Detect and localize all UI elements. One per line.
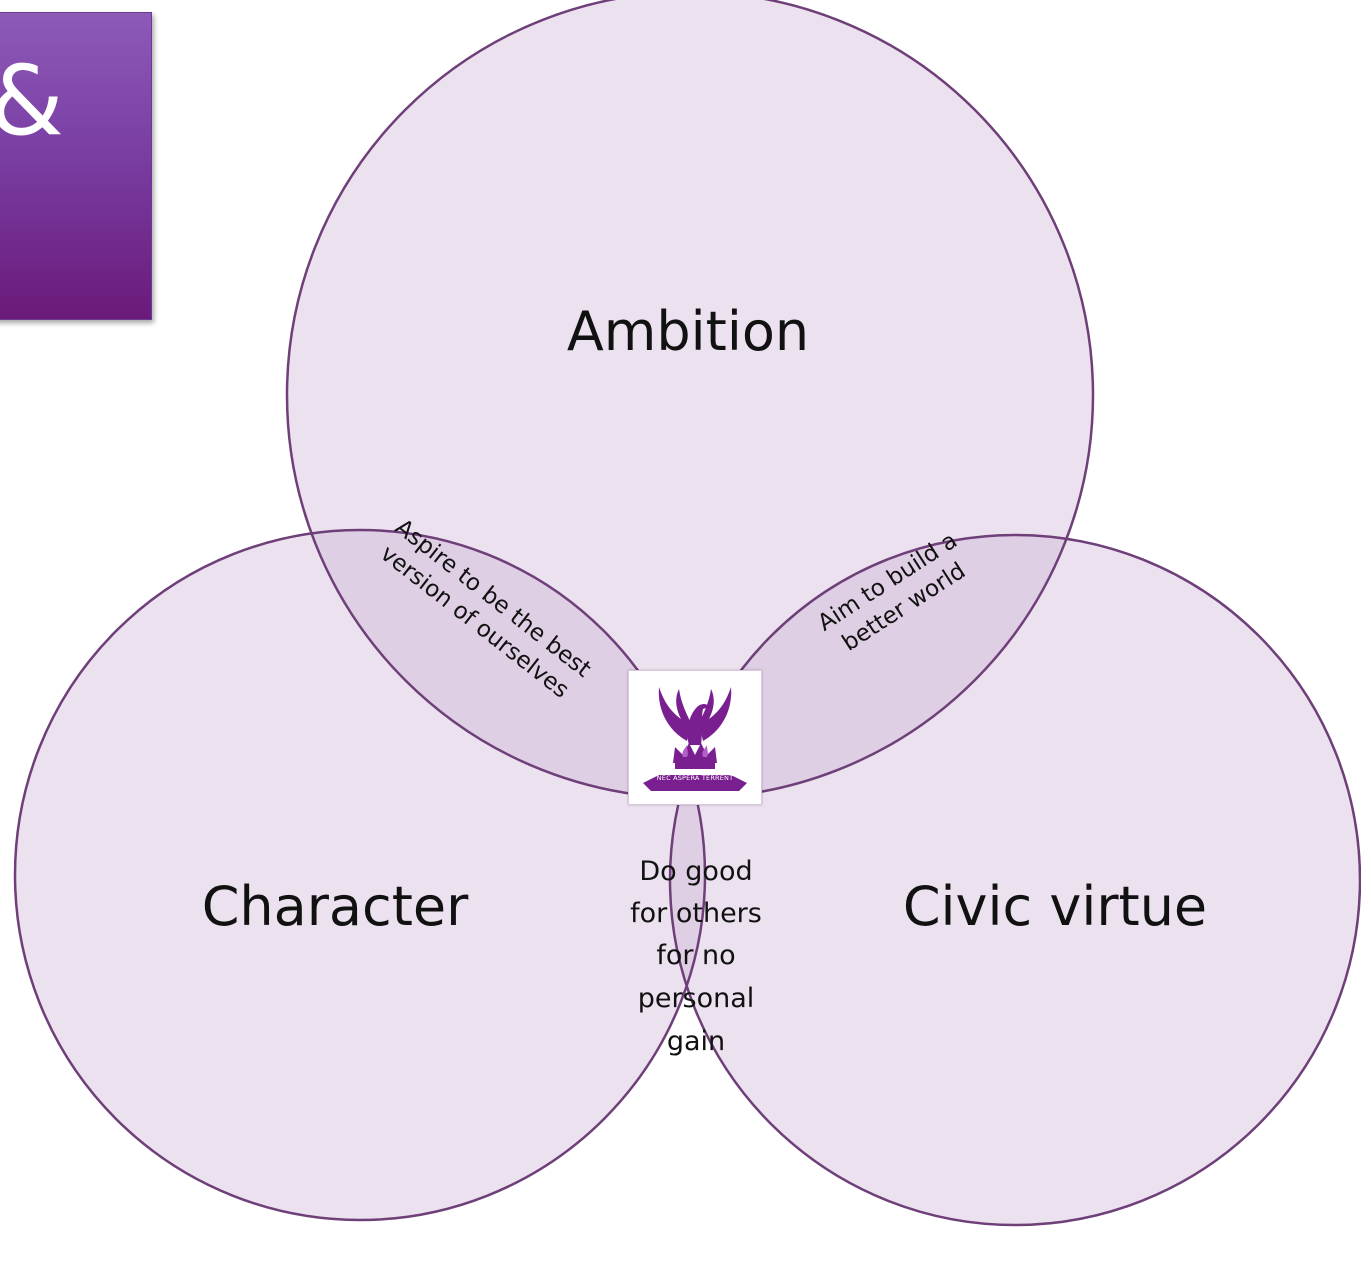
ampersand-glyph: & — [0, 53, 64, 149]
school-crest: NEC ASPERA TERRENT — [628, 670, 762, 805]
do-good-line-4: personal — [638, 983, 755, 1014]
phoenix-crest-icon — [643, 687, 747, 791]
overlap-ambition-civic — [670, 535, 1093, 798]
corner-title-tile: & — [0, 12, 152, 320]
do-good-line-3: for no — [656, 940, 735, 971]
label-civic-virtue: Civic virtue — [903, 875, 1207, 938]
do-good-line-1: Do good — [639, 856, 752, 887]
do-good-line-5: gain — [667, 1026, 725, 1057]
do-good-line-2: for others — [630, 898, 762, 929]
label-ambition: Ambition — [567, 300, 809, 363]
overlap-ambition-character — [287, 530, 705, 798]
label-character: Character — [202, 875, 469, 938]
crest-motto: NEC ASPERA TERRENT — [656, 774, 734, 782]
overlap-text-do-good: Do good for others for no personal gain — [630, 856, 762, 1057]
